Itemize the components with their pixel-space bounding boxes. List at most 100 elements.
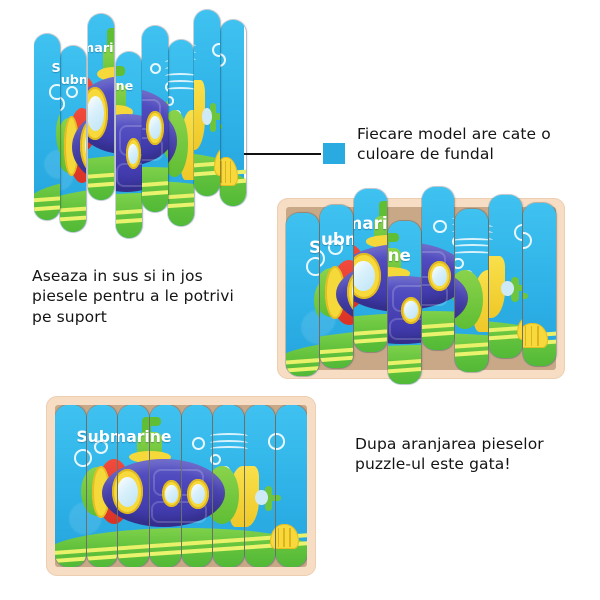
puzzle-stick[interactable]: Submarine: [142, 26, 168, 212]
submarine-artwork: Submarine: [194, 10, 220, 196]
wave-icon: [168, 79, 194, 86]
submarine-propeller-hub: [201, 107, 213, 126]
submarine-artwork: Submarine: [149, 405, 181, 567]
wave-icon: [209, 446, 213, 452]
puzzle-stick[interactable]: Submarine: [213, 405, 244, 567]
puzzle-picture-title: Submarine: [76, 428, 86, 447]
submarine-artwork: Submarine: [142, 26, 168, 212]
puzzle-stick[interactable]: Submarine: [523, 203, 556, 366]
submarine-propeller: [220, 123, 223, 130]
submarine-artwork: Submarine: [353, 189, 387, 352]
step-done-caption: Dupa aranjarea pieselor puzzle-ul este g…: [355, 435, 544, 474]
wave-icon: [168, 72, 194, 79]
background-colour-swatch: [323, 143, 345, 164]
submarine-artwork: Submarine: [118, 405, 149, 567]
submarine-artwork: Submarine: [220, 20, 246, 206]
seashell-icon: [220, 156, 238, 186]
wave-icon: [244, 433, 248, 439]
tray-misaligned: Submarine: [277, 187, 565, 384]
puzzle-stick[interactable]: Submarine: [60, 46, 86, 232]
seashell-icon: [214, 146, 220, 176]
seashell-icon: [270, 524, 276, 550]
puzzle-stick[interactable]: Submarine: [118, 405, 149, 567]
bubble-icon: [267, 433, 276, 450]
bubble-icon: [276, 433, 285, 450]
submarine-artwork: Submarine: [88, 14, 114, 200]
puzzle-stick[interactable]: Submarine: [194, 10, 220, 196]
bubble-icon: [49, 84, 60, 100]
submarine-artwork: Submarine: [276, 405, 307, 567]
puzzle-picture-title: Submarine: [308, 236, 319, 257]
submarine-tail-fin: [489, 256, 505, 319]
puzzle-stick[interactable]: Submarine: [489, 195, 523, 358]
bubble-icon: [212, 42, 220, 57]
submarine-artwork: Submarine: [244, 405, 276, 567]
puzzle-stick[interactable]: Submarine: [244, 405, 276, 567]
submarine-conning-tower: [116, 82, 126, 123]
submarine-artwork: Submarine: [523, 203, 556, 366]
wave-icon: [194, 57, 196, 63]
puzzle-picture-title: Submarine: [51, 60, 60, 76]
puzzle-stick[interactable]: Submarine: [116, 52, 142, 238]
tray-misaligned-well: Submarine: [286, 187, 556, 384]
puzzle-stick[interactable]: Submarine: [319, 205, 353, 368]
submarine-porthole: [111, 468, 118, 515]
submarine-hull: [168, 102, 178, 181]
submarine-nose-green: [81, 467, 86, 516]
submarine-porthole: [146, 110, 164, 146]
puzzle-picture-title: Submarine: [149, 428, 172, 447]
submarine-propeller-hub: [255, 490, 268, 506]
wave-icon: [164, 73, 168, 79]
bubble-icon: [65, 85, 79, 99]
puzzle-stick[interactable]: Submarine: [220, 20, 246, 206]
submarine-tail-fin: [244, 465, 260, 528]
submarine-artwork: Submarine: [60, 46, 86, 232]
submarine-nose-green: [314, 275, 319, 325]
bubble-icon: [164, 81, 168, 92]
submarine-porthole: [353, 253, 381, 299]
puzzle-stick[interactable]: Submarine: [353, 189, 387, 352]
submarine-artwork: Submarine: [181, 405, 213, 567]
wave-icon: [455, 250, 489, 257]
bubble-icon: [73, 448, 86, 467]
wave-icon: [455, 237, 489, 244]
submarine-artwork: Submarine: [286, 213, 319, 376]
puzzle-stick[interactable]: Submarine: [88, 14, 114, 200]
puzzle-stick[interactable]: Submarine: [276, 405, 307, 567]
puzzle-stick[interactable]: Submarine: [286, 213, 319, 376]
puzzle-stick[interactable]: Submarine: [86, 405, 118, 567]
puzzle-stick[interactable]: Submarine: [168, 40, 194, 226]
submarine-propeller: [210, 103, 216, 132]
puzzle-stick[interactable]: Submarine: [455, 209, 489, 372]
wave-icon: [489, 230, 493, 236]
submarine-artwork: Submarine: [213, 405, 244, 567]
seashell-icon: [516, 314, 523, 341]
wave-icon: [209, 439, 213, 446]
puzzle-picture-title: Submarine: [354, 212, 387, 233]
submarine-artwork: Submarine: [489, 195, 523, 358]
seabed: [116, 193, 142, 238]
wave-icon: [244, 439, 248, 446]
submarine-propeller: [511, 276, 519, 302]
submarine-conning-tower: [136, 431, 149, 467]
wave-icon: [452, 222, 455, 228]
puzzle-stick[interactable]: Submarine: [55, 405, 86, 567]
bubble-icon: [94, 439, 109, 454]
puzzle-stick[interactable]: Submarine: [181, 405, 213, 567]
puzzle-picture-title: Submarine: [320, 228, 353, 249]
submarine-nose-green: [55, 105, 60, 162]
wave-icon: [164, 58, 168, 65]
puzzle-stick[interactable]: Submarine: [149, 405, 181, 567]
submarine-periscope: [387, 233, 400, 243]
tray-complete-well: Submarine: [55, 405, 307, 567]
wave-icon: [213, 439, 244, 446]
submarine-artwork: Submarine: [387, 221, 421, 384]
bubble-icon: [433, 219, 447, 234]
submarine-periscope: [116, 65, 125, 77]
submarine-propeller: [276, 494, 281, 501]
puzzle-stick[interactable]: Submarine: [387, 221, 421, 384]
puzzle-stick[interactable]: Submarine: [34, 34, 60, 220]
wave-icon: [209, 433, 213, 439]
puzzle-stick[interactable]: Submarine: [421, 187, 455, 350]
